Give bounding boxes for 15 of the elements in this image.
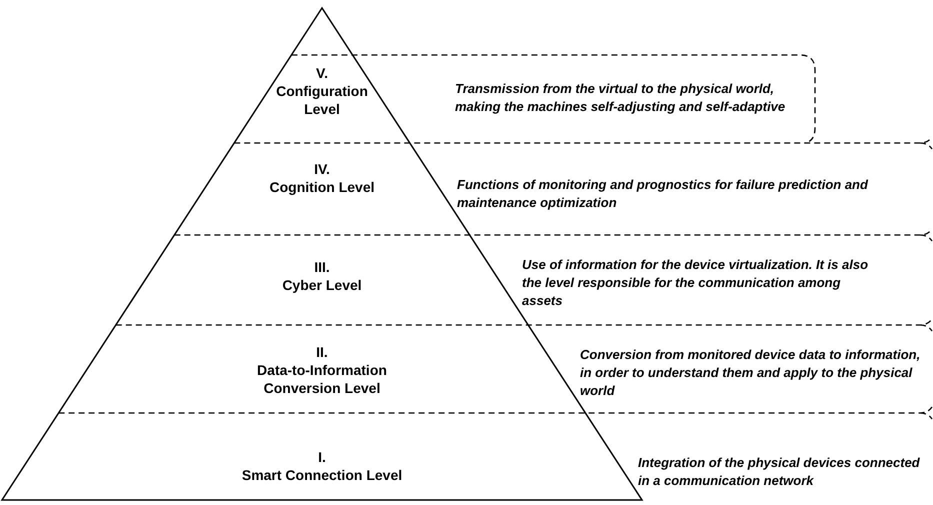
level-title: Cyber Level — [282, 276, 362, 294]
level-title: Data-to-Information Conversion Level — [256, 361, 388, 397]
level-number: I. — [318, 448, 326, 466]
level-description: Functions of monitoring and prognostics for failure prediction and maintenance optimization — [457, 176, 870, 212]
level-description: Use of information for the device virtualization. It is also the level responsible for the communication among assets — [522, 256, 870, 310]
level-number: V. — [316, 64, 328, 82]
level-description: Integration of the physical devices connected in a communication network — [638, 454, 921, 490]
level-title: Cognition Level — [270, 178, 374, 196]
level-description: Transmission from the virtual to the physical world, making the machines self-adjusting and self-adaptive — [455, 80, 786, 116]
level-title: Configuration Level — [275, 82, 369, 118]
level-number: II. — [316, 343, 328, 361]
level-number: IV. — [314, 160, 330, 178]
level-number: III. — [314, 258, 330, 276]
level-description: Conversion from monitored device data to information, in order to understand them and apply to the physical world — [580, 346, 922, 400]
level-title: Smart Connection Level — [242, 466, 402, 484]
